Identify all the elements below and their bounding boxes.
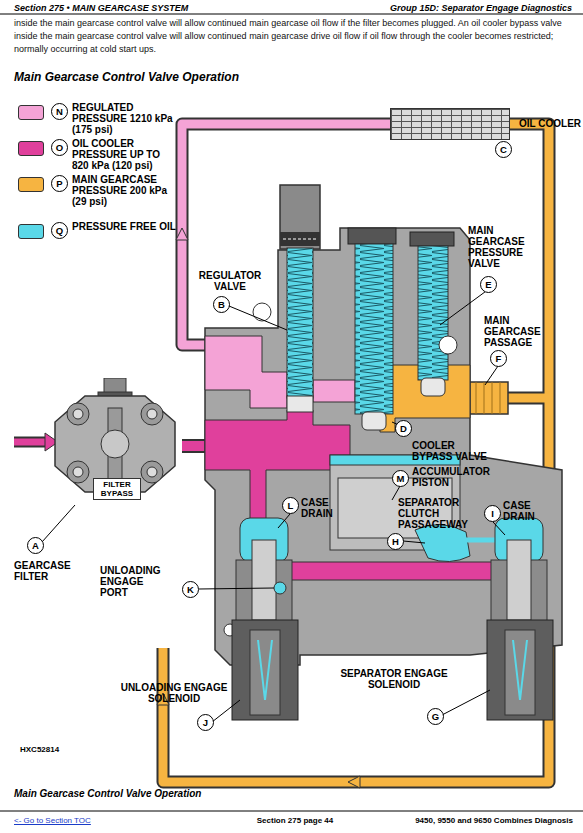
part-name: COOLER BYPASS VALVE [412, 440, 497, 462]
regulator-spring [287, 248, 313, 398]
part-name: CASE DRAIN [301, 497, 341, 519]
intro-text: inside the main gearcase control valve w… [14, 17, 572, 56]
legend-text: OIL COOLER PRESSURE UP TO 820 kPa (120 p… [72, 138, 176, 171]
regulator-cap [280, 185, 320, 249]
callout-letter: H [387, 533, 404, 550]
callout-letter: F [490, 350, 507, 367]
footer-rule [0, 811, 583, 812]
page-number: Section 275 page 44 [230, 816, 360, 825]
part-name: GEARCASE FILTER [14, 560, 94, 582]
part-name: REGULATOR VALVE [190, 270, 270, 292]
legend-text: REGULATED PRESSURE 1210 kPa (175 psi) [72, 102, 176, 135]
unloading-solenoid [232, 518, 298, 720]
leader-lines [42, 286, 505, 722]
part-name: ACCUMULATOR PISTON [412, 466, 507, 488]
legend-letter: Q [51, 222, 68, 239]
regulated-passage [313, 380, 355, 402]
pressure-poppet [421, 378, 445, 396]
bolt-hole [439, 336, 457, 354]
legend-swatch [18, 177, 44, 192]
part-name: UNLOADING ENGAGE SOLENOID [118, 682, 230, 704]
legend-letter: P [51, 175, 68, 192]
regulator-spool [287, 396, 313, 412]
group-header: Group 15D: Separator Engage Diagnostics [300, 3, 572, 14]
part-name: UNLOADING ENGAGE PORT [100, 565, 170, 598]
figure-id: HXC52814 [20, 745, 59, 754]
callout-letter: L [282, 497, 299, 514]
flow-arrow [176, 228, 188, 240]
part-name: MAIN GEARCASE PRESSURE VALVE [468, 225, 538, 269]
legend-text: PRESSURE FREE OIL [72, 221, 176, 232]
callout-letter: D [395, 420, 412, 437]
callout-letter: A [27, 537, 44, 554]
pressure-spring [418, 246, 448, 380]
bypass-poppet [362, 412, 386, 430]
figure-caption: Main Gearcase Control Valve Operation [14, 788, 201, 799]
clutch-passage [466, 538, 495, 543]
valve-body [205, 228, 562, 665]
pipes [14, 124, 549, 782]
manual-title: 9450, 9550 and 9650 Combines Diagnosis [375, 816, 573, 825]
separator-solenoid [487, 518, 553, 720]
callout-letter: E [480, 276, 497, 293]
flow-arrow [348, 776, 360, 788]
callout-letter: G [427, 708, 444, 725]
callout-letter: B [213, 296, 230, 313]
oil-cooler-box: OIL COOLER [390, 108, 510, 140]
cap-thread [283, 239, 317, 240]
regulated-passage [205, 336, 287, 408]
valve-cap [410, 232, 454, 246]
part-name: MAIN GEARCASE PASSAGE [484, 315, 556, 348]
cap-thread [280, 232, 320, 246]
node-text: FILTER BYPASS [93, 478, 141, 500]
callout-letter: K [182, 581, 199, 598]
part-name: SEPARATOR ENGAGE SOLENOID [340, 668, 448, 690]
legend-letter: N [51, 103, 68, 120]
valve-cap [348, 228, 396, 244]
callout-letter: C [495, 141, 512, 158]
diagram-title: Main Gearcase Control Valve Operation [14, 70, 239, 84]
legend-letter: O [51, 139, 68, 156]
part-name: SEPARATOR CLUTCH PASSAGEWAY [398, 497, 478, 530]
gearcase-filter: FILTER BYPASS [40, 378, 190, 513]
callout-letter: J [197, 714, 214, 731]
section-header: Section 275 • MAIN GEARCASE SYSTEM [14, 3, 188, 14]
toc-link: <- Go to Section TOC [14, 816, 91, 825]
legend-swatch [18, 224, 44, 239]
callout-letter: I [484, 505, 501, 522]
part-name: CASE DRAIN [503, 500, 548, 522]
header-rule [0, 14, 583, 15]
callout-letter: M [392, 470, 409, 487]
legend-swatch [18, 141, 44, 156]
bolt-hole [253, 303, 271, 321]
fitting-threads [476, 382, 500, 414]
node-text: OIL COOLER [519, 118, 581, 129]
legend-text: MAIN GEARCASE PRESSURE 200 kPa (29 psi) [72, 174, 176, 207]
bypass-spring [355, 244, 393, 414]
outlet-fitting [468, 382, 508, 414]
legend-swatch [18, 105, 44, 120]
